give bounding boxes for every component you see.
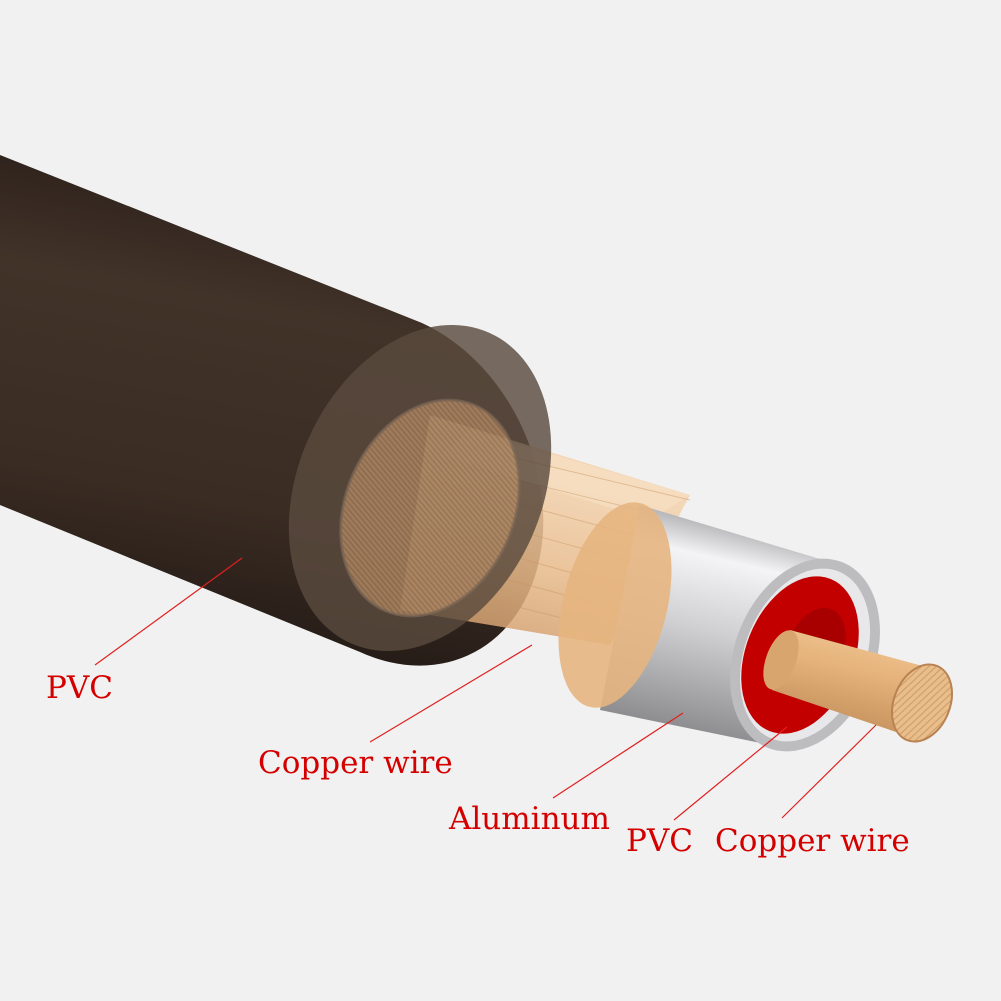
leader-line-copper-braid (369, 644, 533, 743)
label-inner-pvc: PVC (626, 823, 693, 859)
label-aluminum: Aluminum (449, 801, 610, 837)
leader-line-pvc-inner (673, 726, 788, 821)
label-outer-pvc: PVC (46, 670, 113, 706)
leader-line-copper-core (781, 724, 877, 819)
leader-line-pvc-outer (94, 557, 243, 666)
label-copper-braid: Copper wire (258, 745, 453, 781)
label-copper-core: Copper wire (715, 823, 910, 859)
jacket-end-face (288, 324, 552, 652)
copper-core (763, 630, 953, 743)
leader-line-aluminum (552, 712, 684, 799)
